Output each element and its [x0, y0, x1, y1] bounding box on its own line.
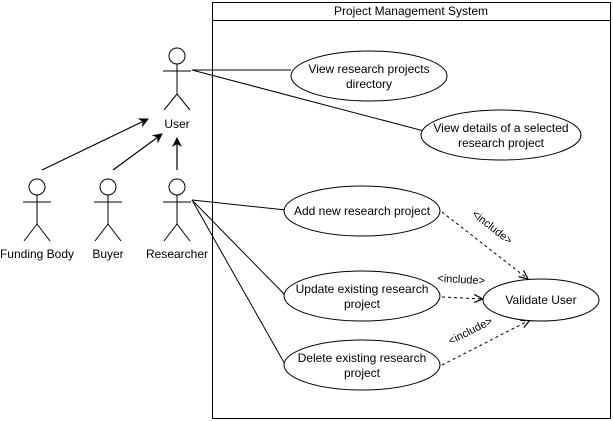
use-case-label: Validate User — [505, 293, 576, 307]
include-relations — [441, 211, 530, 366]
assoc-researcher-add — [191, 199, 287, 211]
system-title: Project Management System — [334, 4, 488, 18]
use-case-label: Delete existing research — [298, 351, 427, 365]
stick-figure-icon — [94, 178, 122, 242]
gen-funding-body-user — [41, 118, 149, 171]
stick-figure-icon — [163, 178, 191, 242]
actor-user: User — [163, 47, 191, 131]
gen-buyer-user — [112, 133, 163, 171]
actor-funding-body: Funding Body — [0, 178, 74, 261]
use-case-add-project: Add new research project — [283, 185, 441, 237]
use-case-label: research project — [458, 136, 545, 150]
use-case-delete-project: Delete existing research project — [283, 339, 441, 391]
actor-label: Buyer — [92, 247, 123, 261]
generalizations — [41, 118, 182, 171]
use-case-label: Update existing research — [296, 282, 429, 296]
use-case-label: View research projects — [308, 62, 429, 76]
actor-researcher: Researcher — [146, 178, 208, 261]
actor-label: User — [164, 117, 189, 131]
include-delete-validate — [441, 320, 530, 366]
use-case-view-details: View details of a selected research proj… — [420, 109, 582, 161]
include-label-update: <include> — [437, 273, 485, 287]
include-add-validate — [441, 211, 528, 279]
use-case-label: project — [344, 297, 381, 311]
stick-figure-icon — [23, 178, 51, 242]
use-case-label: View details of a selected — [433, 121, 568, 135]
associations — [191, 69, 425, 367]
actor-label: Researcher — [146, 247, 208, 261]
assoc-researcher-delete — [191, 199, 287, 367]
use-case-label: project — [344, 366, 381, 380]
assoc-user-view-details — [191, 69, 425, 132]
use-case-view-directory: View research projects directory — [290, 50, 448, 102]
actor-buyer: Buyer — [92, 178, 124, 261]
assoc-researcher-update — [191, 199, 287, 297]
use-case-update-project: Update existing research project — [283, 270, 441, 322]
actor-label: Funding Body — [0, 247, 74, 261]
use-case-label: directory — [346, 77, 392, 91]
include-update-validate — [441, 297, 483, 299]
stick-figure-icon — [163, 47, 191, 111]
use-case-label: Add new research project — [294, 204, 431, 218]
use-case-validate-user: Validate User — [482, 278, 600, 322]
